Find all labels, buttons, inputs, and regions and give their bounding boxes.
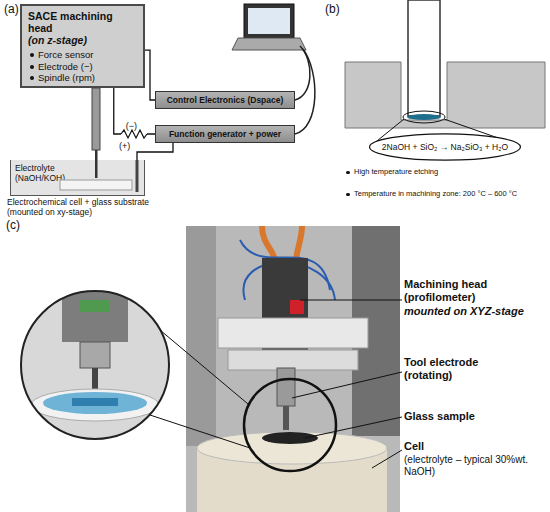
- generator-box: Function generator + power: [155, 125, 295, 143]
- glass-sample: [262, 432, 318, 444]
- laptop-base: [232, 38, 306, 50]
- tool-electrode: [283, 406, 289, 430]
- inset-spindle: [80, 342, 110, 368]
- xyz-stage-plate: [228, 350, 358, 370]
- inset-label: [80, 300, 110, 312]
- control-box: Control Electronics (Dspace): [155, 91, 295, 109]
- box-subtitle: (on z-stage): [28, 34, 137, 46]
- box-label: Function generator + power: [169, 129, 281, 139]
- bullet-note: Temperature in machining zone: 200 °C – …: [345, 189, 550, 199]
- cell-rim: [197, 432, 387, 464]
- xyz-stage-plate: [218, 318, 368, 348]
- panel-label: (a): [4, 2, 19, 16]
- box-label: Control Electronics (Dspace): [167, 95, 284, 105]
- red-button: [290, 300, 304, 314]
- inset-circle: [21, 291, 169, 439]
- laptop-display: [248, 8, 290, 34]
- inset-photo: [20, 290, 170, 440]
- inset-head: [62, 290, 128, 342]
- inset-electrolyte: [43, 392, 147, 414]
- wire-connector: [137, 143, 173, 160]
- panel-label: (c): [6, 218, 20, 232]
- glass-workpiece: [345, 62, 545, 128]
- cable: [295, 49, 315, 134]
- bullet-item: Force sensor: [28, 49, 137, 61]
- wire-connector: [114, 88, 155, 134]
- leader-line: [300, 300, 402, 301]
- laptop-screen: [244, 4, 294, 38]
- spindle: [277, 368, 295, 406]
- callout-label: Cell: [404, 440, 544, 453]
- orange-cable: [296, 226, 302, 262]
- leader-line: [292, 372, 402, 398]
- electrochemical-cell: Electrolyte (NaOH/KOH)Electrochemical ce…: [10, 160, 145, 196]
- bullet-item: Spindle (rpm): [28, 72, 137, 84]
- photo-background: [186, 226, 400, 512]
- spindle: [92, 88, 100, 150]
- reaction-equation: 2NaOH + SiO₂ → Na₂SiO₃ + H₂O: [382, 142, 508, 152]
- panel-label: (b): [325, 2, 340, 16]
- electrolyte-film: [407, 114, 441, 120]
- enclosure-panel: [186, 226, 216, 446]
- zoom-ellipse: [403, 111, 445, 123]
- wire-label: (+): [119, 141, 130, 151]
- wire-connector: [145, 50, 155, 100]
- zoom-line: [160, 330, 248, 404]
- zoom-line: [150, 415, 250, 448]
- highlight-circle: [244, 379, 336, 471]
- callout-label: (electrolyte – typical 30%wt. NaOH): [404, 454, 544, 478]
- bullet-item: Electrode (−): [28, 61, 137, 73]
- tool-electrode: [408, 0, 440, 116]
- inset-dish: [31, 389, 159, 421]
- callout-label: Machining head (profilometer): [404, 278, 514, 304]
- callout-label: mounted on XYZ-stage: [404, 305, 549, 318]
- machining-head-box: SACE machining head(on z-stage) Force sen…: [20, 4, 145, 88]
- inset-background: [20, 290, 170, 440]
- leader-line: [305, 417, 402, 438]
- cell-caption: Electrochemical cell + glass substrate (…: [7, 197, 187, 217]
- wire-label: (−): [126, 121, 137, 131]
- leader-line: [372, 450, 402, 468]
- callout-label: Tool electrode (rotating): [404, 356, 504, 382]
- box-title: SACE machining head: [28, 10, 137, 34]
- cell-label: Electrolyte (NaOH/KOH): [15, 163, 75, 183]
- callout-label: Glass sample: [404, 410, 544, 423]
- resistor-symbol: [121, 130, 147, 138]
- ellipse-shape: [370, 134, 521, 160]
- cable: [295, 46, 310, 100]
- inset-glass: [72, 398, 118, 406]
- reaction-ellipse: 2NaOH + SiO₂ → Na₂SiO₃ + H₂O: [368, 133, 522, 161]
- bullet-note: High temperature etching: [345, 167, 550, 177]
